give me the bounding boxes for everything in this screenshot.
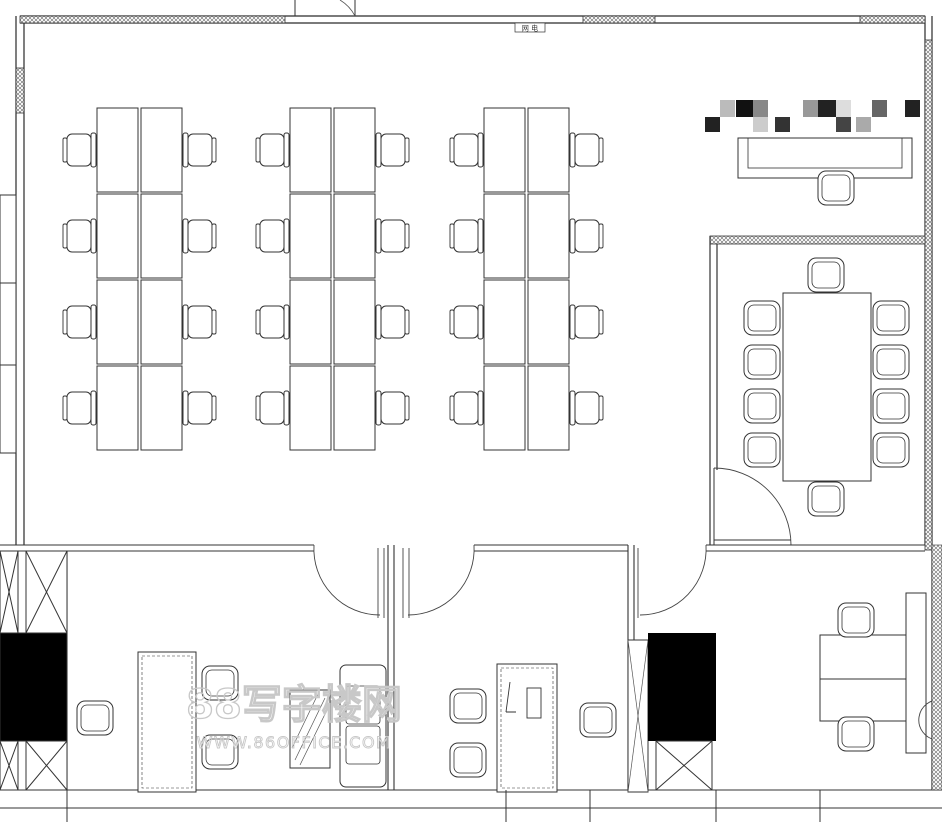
workstation-chair bbox=[569, 132, 604, 168]
office-two bbox=[449, 639, 649, 793]
meeting-chair bbox=[743, 388, 781, 424]
workstation-cluster bbox=[449, 107, 604, 451]
workstation-chair bbox=[375, 218, 410, 254]
left-storage bbox=[0, 550, 68, 791]
workstation-chair bbox=[449, 304, 484, 340]
workstation-chair bbox=[569, 304, 604, 340]
top-wall-hatch-left bbox=[19, 15, 286, 24]
office-one-desk bbox=[137, 651, 197, 793]
workstation-desk bbox=[483, 193, 526, 279]
watermark-chinese: 88写字楼网 bbox=[186, 682, 402, 728]
workstation-cluster bbox=[62, 107, 217, 451]
workstation-chair bbox=[62, 304, 97, 340]
meeting-chair bbox=[872, 300, 910, 336]
workstation-desk bbox=[527, 107, 570, 193]
workstation-chair bbox=[569, 390, 604, 426]
workstation-desk bbox=[289, 193, 332, 279]
workstation-desk bbox=[483, 279, 526, 365]
office-one bbox=[76, 651, 387, 793]
meeting-chair bbox=[807, 481, 845, 517]
workstation-chair bbox=[449, 218, 484, 254]
right-wall-hatch bbox=[924, 39, 933, 551]
office-three-chair-bottom bbox=[837, 716, 875, 752]
workstation-chair bbox=[182, 132, 217, 168]
meeting-chair bbox=[872, 388, 910, 424]
office-two-phone bbox=[526, 687, 542, 719]
top-wall-hatch-mid bbox=[582, 15, 656, 24]
workstation-desk bbox=[527, 365, 570, 451]
workstation-chair bbox=[62, 390, 97, 426]
office-doors bbox=[313, 544, 707, 618]
workstation-desk bbox=[289, 279, 332, 365]
office-three-desk-b bbox=[819, 678, 919, 722]
workstation-chair bbox=[449, 390, 484, 426]
workstation-desk bbox=[96, 365, 139, 451]
workstation-desk bbox=[333, 193, 376, 279]
office-one-guest-chair bbox=[76, 700, 114, 736]
workstation-desk bbox=[527, 193, 570, 279]
outlet-box bbox=[514, 22, 546, 33]
office-two-chair-b bbox=[449, 742, 487, 778]
left-wall-hatch bbox=[15, 67, 25, 114]
meeting-chair bbox=[743, 432, 781, 468]
workstation-desk bbox=[140, 193, 183, 279]
office-three-desk-a bbox=[819, 634, 919, 680]
bottom-wall bbox=[0, 790, 942, 822]
blurred-logo bbox=[705, 100, 920, 132]
workstation-chair bbox=[255, 132, 290, 168]
workstation-desk bbox=[333, 365, 376, 451]
workstation-desk bbox=[289, 107, 332, 193]
workstation-desk bbox=[96, 107, 139, 193]
reception-chair bbox=[817, 170, 855, 206]
workstation-chair bbox=[375, 304, 410, 340]
workstation-desk bbox=[333, 279, 376, 365]
outlet-label: 网 电 bbox=[522, 24, 538, 33]
workstation-chair bbox=[62, 132, 97, 168]
office-two-exec-chair bbox=[579, 702, 617, 738]
workstation-desk bbox=[96, 193, 139, 279]
reception-area bbox=[705, 100, 920, 206]
workstation-chair bbox=[569, 218, 604, 254]
workstation-clusters bbox=[62, 107, 604, 451]
meeting-door-swing bbox=[713, 467, 792, 546]
workstation-desk bbox=[333, 107, 376, 193]
top-wall-hatch-right bbox=[859, 15, 926, 24]
left-windows bbox=[0, 194, 17, 454]
meeting-chair bbox=[807, 257, 845, 293]
office-two-desk bbox=[496, 663, 558, 793]
meeting-chair bbox=[743, 344, 781, 380]
office-three-chair-top bbox=[837, 602, 875, 638]
workstation-desk bbox=[140, 107, 183, 193]
workstation-desk bbox=[140, 365, 183, 451]
workstation-chair bbox=[375, 132, 410, 168]
workstation-chair bbox=[255, 304, 290, 340]
workstation-chair bbox=[255, 218, 290, 254]
meeting-chair bbox=[872, 344, 910, 380]
workstation-chair bbox=[182, 390, 217, 426]
workstation-desk bbox=[289, 365, 332, 451]
meeting-room bbox=[709, 235, 926, 546]
watermark-url: WWW.86OFFICE.COM bbox=[197, 733, 392, 752]
workstation-desk bbox=[527, 279, 570, 365]
workstation-chair bbox=[449, 132, 484, 168]
workstation-cluster bbox=[255, 107, 410, 451]
meeting-chair bbox=[872, 432, 910, 468]
office-two-chair-a bbox=[449, 688, 487, 724]
workstation-desk bbox=[96, 279, 139, 365]
workstation-chair bbox=[182, 304, 217, 340]
workstation-chair bbox=[182, 218, 217, 254]
conference-table bbox=[782, 292, 872, 482]
office-three bbox=[648, 544, 942, 791]
workstation-chair bbox=[255, 390, 290, 426]
workstation-chair bbox=[62, 218, 97, 254]
workstation-desk bbox=[483, 107, 526, 193]
workstation-chair bbox=[375, 390, 410, 426]
meeting-chair bbox=[743, 300, 781, 336]
workstation-desk bbox=[483, 365, 526, 451]
workstation-desk bbox=[140, 279, 183, 365]
